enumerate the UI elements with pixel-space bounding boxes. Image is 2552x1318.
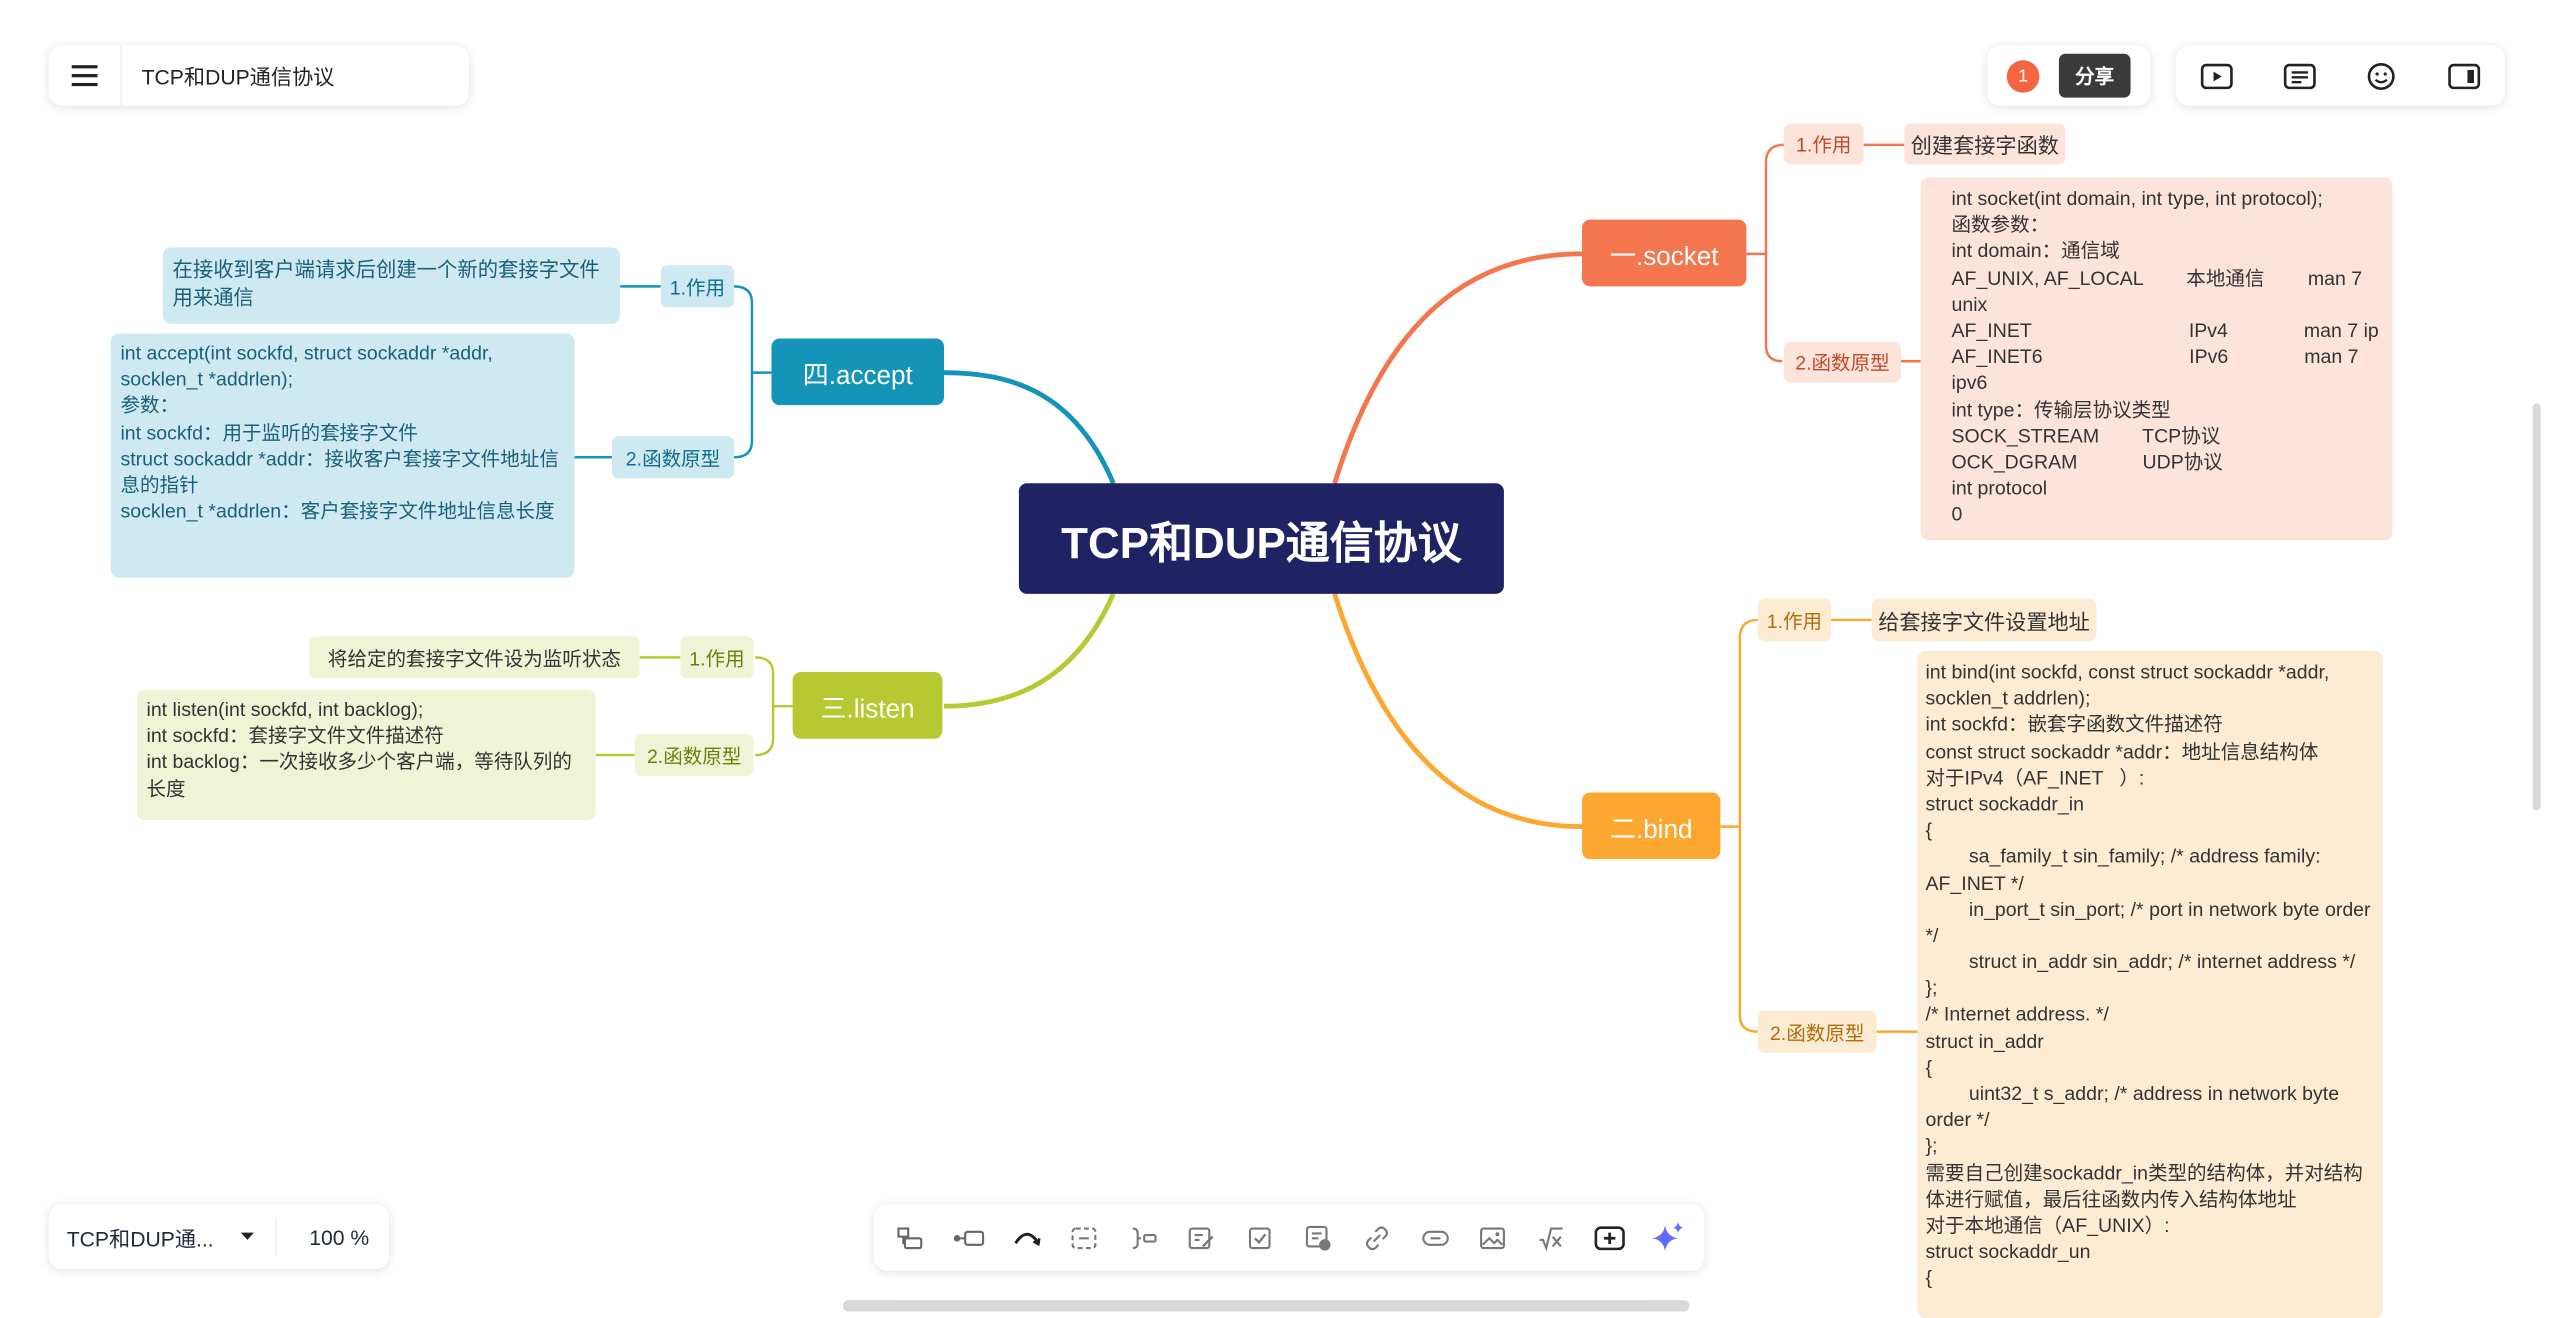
accept-prototype-line: 参数：: [120, 394, 180, 418]
horizontal-scrollbar[interactable]: [843, 1300, 1690, 1312]
bind-prototype-line: uint32_t s_addr; /* address in network b…: [1925, 1082, 2345, 1132]
bind-prototype-line: struct in_addr: [1925, 1029, 2044, 1053]
ai-sparkle-icon[interactable]: [1645, 1215, 1691, 1261]
socket-prototype-line: int protocol: [1951, 476, 2048, 500]
socket-prototype-line: 函数参数：: [1951, 213, 2050, 237]
bind-prototype-line: {: [1925, 1266, 1932, 1290]
node-listen[interactable]: 三.listen: [792, 672, 943, 739]
socket-prototype-line: 0: [1951, 503, 1963, 526]
socket-prototype-line: int socket(int domain, int type, int pro…: [1951, 187, 2323, 210]
hamburger-icon: [71, 65, 98, 87]
node-bind[interactable]: 二.bind: [1582, 792, 1721, 860]
bind-prototype-line: struct sockaddr_in: [1925, 792, 2084, 816]
node-accept-purpose[interactable]: 1.作用: [660, 265, 735, 308]
bind-prototype-line: struct in_addr sin_addr; /* internet add…: [1925, 950, 2356, 974]
node-bind-prototype-text[interactable]: int bind(int sockfd, const struct sockad…: [1917, 650, 2383, 1318]
node-socket-purpose[interactable]: 1.作用: [1783, 123, 1864, 165]
bind-prototype-lines: int bind(int sockfd, const struct sockad…: [1925, 659, 2376, 1291]
formula-icon[interactable]: [1529, 1215, 1575, 1261]
socket-prototype-line: AF_INET6 IPv6 man 7 ipv6: [1951, 345, 2364, 395]
collaborator-avatar[interactable]: 1: [2006, 59, 2040, 92]
insert-parent-icon[interactable]: [887, 1215, 933, 1261]
summary-icon[interactable]: [1120, 1215, 1166, 1261]
emoji-icon[interactable]: [2359, 53, 2405, 99]
panel-icon[interactable]: [2441, 53, 2487, 99]
outline-icon[interactable]: [2277, 53, 2323, 99]
zoom-level[interactable]: 100 %: [309, 1224, 370, 1249]
root-node[interactable]: TCP和DUP通信协议: [1018, 483, 1504, 594]
node-accept-prototype[interactable]: 2.函数原型: [611, 436, 735, 479]
insert-node-icon[interactable]: [1587, 1215, 1633, 1261]
document-title[interactable]: TCP和DUP通信协议: [141, 65, 335, 90]
play-icon[interactable]: [2194, 53, 2240, 99]
node-listen-purpose[interactable]: 1.作用: [680, 636, 754, 679]
node-accept-purpose-text[interactable]: 在接收到客户端请求后创建一个新的套接字文件用来通信: [162, 247, 621, 324]
task-icon[interactable]: [1237, 1215, 1283, 1261]
bind-prototype-line: };: [1925, 1134, 1938, 1158]
share-button[interactable]: 分享: [2058, 53, 2131, 98]
bind-prototype-line: };: [1925, 976, 1938, 1000]
hyperlink-icon[interactable]: [1412, 1215, 1458, 1261]
socket-prototype-line: OCK_DGRAM UDP协议: [1951, 450, 2223, 474]
bind-prototype-line: /* Internet address. */: [1925, 1003, 2109, 1026]
bottom-toolbar: [874, 1204, 1705, 1271]
accept-prototype-lines: int accept(int sockfd, struct sockaddr *…: [120, 340, 564, 524]
bind-prototype-line: in_port_t sin_port; /* port in network b…: [1925, 897, 2376, 947]
node-accept[interactable]: 四.accept: [771, 338, 945, 406]
node-listen-prototype[interactable]: 2.函数原型: [634, 733, 754, 777]
bind-prototype-line: {: [1925, 1055, 1932, 1079]
node-listen-prototype-text[interactable]: int listen(int sockfd, int backlog); int …: [136, 689, 596, 821]
image-icon[interactable]: [1470, 1215, 1516, 1261]
bind-prototype-line: struct sockaddr_un: [1925, 1240, 2091, 1263]
node-socket[interactable]: 一.socket: [1582, 219, 1747, 287]
link-icon[interactable]: [1354, 1215, 1400, 1261]
socket-prototype-line: int type：传输层协议类型: [1951, 397, 2171, 421]
document-title-card: TCP和DUP通信协议: [48, 45, 469, 106]
node-bind-purpose[interactable]: 1.作用: [1757, 598, 1832, 642]
accept-prototype-line: int accept(int sockfd, struct sockaddr *…: [120, 341, 499, 391]
caret-down-icon: [241, 1232, 255, 1240]
accept-purpose-text: 在接收到客户端请求后创建一个新的套接字文件用来通信: [172, 258, 600, 309]
node-bind-purpose-text[interactable]: 给套接字文件设置地址: [1871, 598, 2097, 642]
socket-prototype-lines: int socket(int domain, int type, int pro…: [1951, 186, 2386, 528]
bottom-doc-bar: TCP和DUP通... 100 %: [48, 1204, 389, 1270]
view-tools: [2176, 45, 2505, 106]
comment-icon[interactable]: [1295, 1215, 1341, 1261]
node-socket-purpose-text[interactable]: 创建套接字函数: [1904, 123, 2066, 165]
note-icon[interactable]: [1179, 1215, 1225, 1261]
listen-prototype-line: int listen(int sockfd, int backlog);: [146, 698, 424, 721]
relation-line-icon[interactable]: [1004, 1215, 1050, 1261]
bind-prototype-line: 对于IPv4（AF_INET ）:: [1925, 766, 2145, 789]
document-selector[interactable]: TCP和DUP通...: [49, 1217, 277, 1257]
node-socket-prototype[interactable]: 2.函数原型: [1783, 341, 1902, 383]
accept-prototype-line: socklen_t *addrlen：客户套接字文件地址信息长度: [120, 499, 555, 523]
listen-prototype-lines: int listen(int sockfd, int backlog); int …: [146, 696, 585, 801]
accept-prototype-line: struct sockaddr *addr：接收客户套接字文件地址信息的指针: [120, 447, 559, 497]
node-listen-purpose-text[interactable]: 将给定的套接字文件设为监听状态: [309, 636, 640, 679]
document-selector-label: TCP和DUP通...: [66, 1226, 214, 1251]
boundary-icon[interactable]: [1062, 1215, 1108, 1261]
bind-prototype-line: int sockfd：嵌套字函数文件描述符: [1925, 713, 2223, 737]
socket-prototype-line: AF_UNIX, AF_LOCAL 本地通信 man 7 unix: [1951, 266, 2368, 316]
node-socket-prototype-text[interactable]: int socket(int domain, int type, int pro…: [1920, 177, 2393, 541]
socket-prototype-line: AF_INET IPv4 man 7 ip: [1951, 318, 2379, 342]
socket-prototype-line: SOCK_STREAM TCP协议: [1951, 424, 2221, 447]
vertical-scrollbar[interactable]: [2532, 403, 2541, 811]
bind-prototype-line: const struct sockaddr *addr：地址信息结构体: [1925, 739, 2319, 763]
bind-prototype-line: 对于本地通信（AF_UNIX）:: [1925, 1213, 2170, 1237]
listen-prototype-line: int sockfd：套接字文件文件描述符: [146, 724, 444, 748]
bind-prototype-line: int bind(int sockfd, const struct sockad…: [1925, 660, 2335, 710]
node-accept-prototype-text[interactable]: int accept(int sockfd, struct sockaddr *…: [110, 333, 575, 578]
share-card: 1 分享: [1987, 45, 2151, 106]
socket-prototype-line: int domain：通信域: [1951, 239, 2120, 263]
bind-prototype-line: sa_family_t sin_family; /* address famil…: [1925, 845, 2325, 895]
accept-prototype-line: int sockfd：用于监听的套接字文件: [120, 420, 418, 444]
insert-sibling-icon[interactable]: [945, 1215, 991, 1261]
node-bind-prototype[interactable]: 2.函数原型: [1757, 1010, 1877, 1053]
menu-button[interactable]: [49, 45, 123, 106]
bind-prototype-line: 需要自己创建sockaddr_in类型的结构体，并对结构体进行赋值，最后往函数内…: [1925, 1161, 2363, 1211]
bind-prototype-line: {: [1925, 818, 1932, 842]
listen-prototype-line: int backlog：一次接收多少个客户端，等待队列的长度: [146, 750, 572, 800]
